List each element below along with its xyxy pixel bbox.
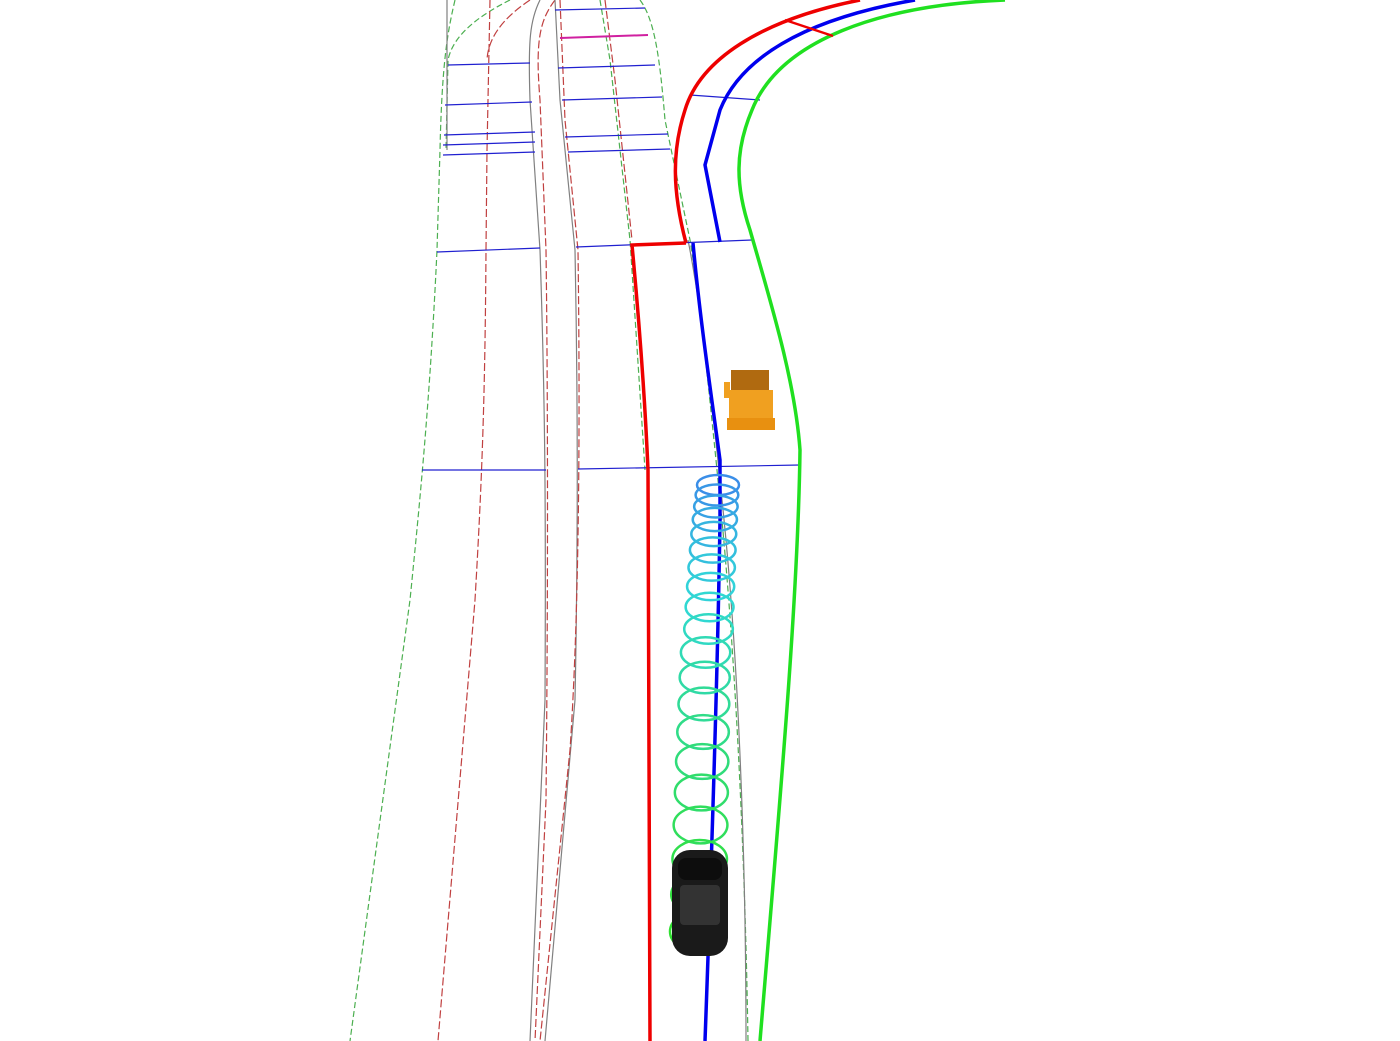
obstacle-truck xyxy=(724,370,775,430)
left-boundary-line xyxy=(630,241,687,1041)
trajectory-ring xyxy=(685,571,736,602)
car-windshield xyxy=(678,858,722,880)
cross-line xyxy=(564,133,669,138)
trajectory-ring xyxy=(679,635,732,670)
thin-gray-lane xyxy=(528,0,546,1041)
cross-line xyxy=(443,131,536,136)
cross-line xyxy=(557,64,656,69)
trajectory-ring xyxy=(673,773,730,812)
trajectory-ring xyxy=(676,713,731,751)
cross-line xyxy=(444,101,533,106)
truck-side xyxy=(724,382,730,398)
thin-red-lane xyxy=(604,0,633,241)
thin-red-lane xyxy=(486,0,531,61)
trajectory-ring xyxy=(690,520,738,548)
red-cross-line xyxy=(784,18,834,38)
cross-line xyxy=(447,62,531,66)
thin-red-lane xyxy=(534,0,556,1041)
thin-green-lane xyxy=(445,0,511,151)
center-line xyxy=(703,0,916,243)
thin-green-lane xyxy=(349,0,456,1041)
trajectory-ring xyxy=(684,591,735,623)
trajectory-ring xyxy=(687,553,737,582)
thin-gray-lane xyxy=(544,0,578,1041)
trajectory-ring xyxy=(677,686,731,722)
cross-line-magenta xyxy=(559,34,649,39)
trajectory-ring xyxy=(682,613,735,645)
thin-red-lane xyxy=(539,0,580,1041)
thin-green-lane xyxy=(639,0,749,1041)
trajectory-ring xyxy=(692,494,739,519)
right-boundary-line xyxy=(737,0,1006,1041)
car-roof xyxy=(680,885,720,925)
thin-red-lane xyxy=(437,0,491,1041)
cross-line xyxy=(561,96,663,101)
cross-line xyxy=(577,464,801,470)
trajectory-ring xyxy=(672,805,729,845)
cross-line xyxy=(436,247,541,253)
cross-line xyxy=(554,7,646,11)
trajectory-ring xyxy=(691,506,739,533)
ego-vehicle xyxy=(672,850,728,956)
truck-body xyxy=(729,390,773,418)
trajectory-ring xyxy=(678,660,732,695)
cross-line xyxy=(442,151,536,156)
cross-line xyxy=(567,148,671,153)
truck-icon xyxy=(731,370,769,392)
cross-line xyxy=(442,141,536,146)
trajectory-ring xyxy=(674,742,730,781)
truck-base xyxy=(727,418,775,430)
trajectory-ring xyxy=(688,536,737,564)
trajectory-ring xyxy=(694,483,740,507)
thin-green-lane xyxy=(599,0,646,471)
